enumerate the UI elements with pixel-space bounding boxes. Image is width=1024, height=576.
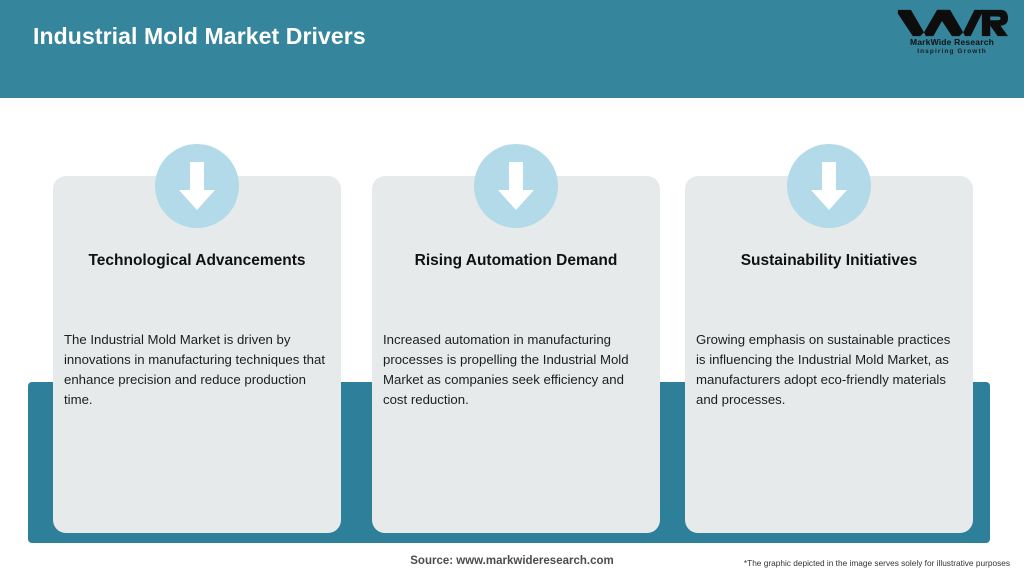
card-title: Technological Advancements [88,252,306,269]
logo-tagline: Inspiring Growth [917,48,987,55]
source-note: Source: www.markwideresearch.com [410,555,614,567]
card-panel [372,176,660,533]
card-title: Rising Automation Demand [414,252,618,269]
disclaimer-note: *The graphic depicted in the image serve… [743,558,1010,568]
card-body-text: Growing emphasis on sustainable practice… [696,332,951,407]
header-banner: Industrial Mold Market Drivers MarkWide … [0,0,1024,98]
card-panel [685,176,973,533]
card-body-text: The Industrial Mold Market is driven by … [64,332,325,407]
card-panel [53,176,341,533]
brand-logo: MarkWide Research Inspiring Growth [896,8,1008,58]
arrow-down-icon [474,144,558,228]
arrow-down-glyph [811,162,847,210]
page-title: Industrial Mold Market Drivers [33,23,366,49]
card-body-text: Increased automation in manufacturing pr… [383,332,629,407]
arrow-down-icon [787,144,871,228]
logo-company-name: MarkWide Research [909,37,995,47]
card-title: Sustainability Initiatives [740,252,918,269]
arrow-down-icon [155,144,239,228]
arrow-down-glyph [179,162,215,210]
arrow-down-glyph [498,162,534,210]
mwr-logo-icon [897,9,1008,37]
